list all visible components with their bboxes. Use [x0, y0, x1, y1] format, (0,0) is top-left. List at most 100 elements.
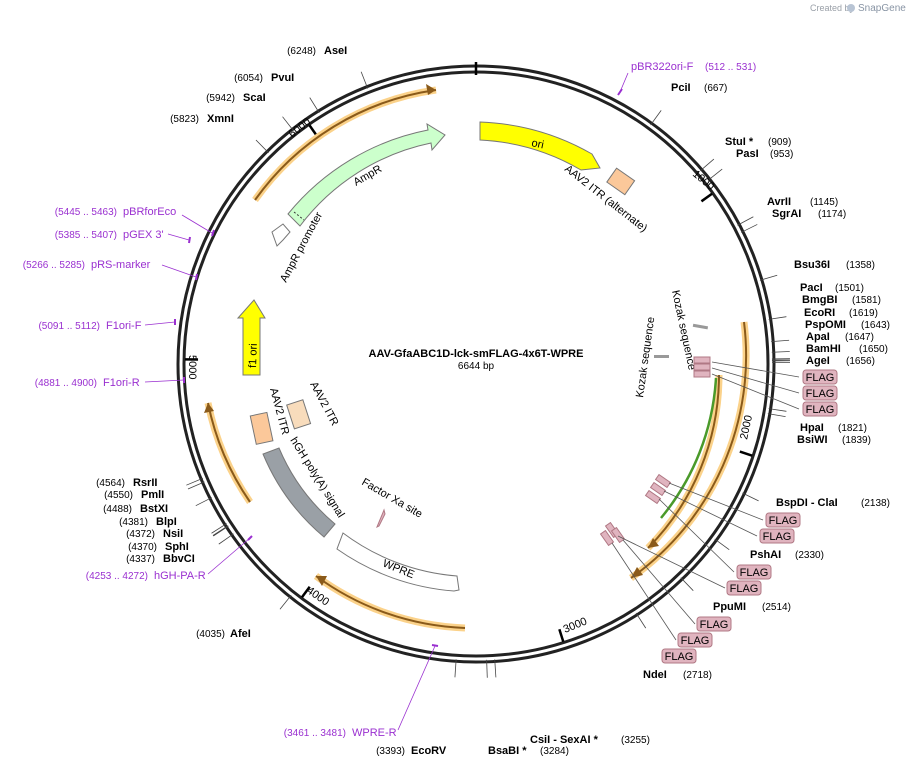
primer-name[interactable]: pBR322ori-F	[631, 61, 694, 73]
primer-name[interactable]: hGH-PA-R	[154, 570, 206, 582]
enzyme-name[interactable]: PspOMI	[805, 319, 846, 331]
primer-name[interactable]: pRS-marker	[91, 259, 151, 271]
enzyme-name[interactable]: BstXI	[140, 503, 168, 515]
itr2-feature	[286, 399, 312, 430]
flag-tag	[693, 363, 711, 371]
enzyme-cut-line	[767, 413, 786, 418]
primer-mark	[431, 644, 439, 647]
primer-mark	[211, 229, 215, 237]
enzyme-name[interactable]: CsiI - SexAI *	[530, 734, 599, 746]
primer-range: (4881 .. 4900)	[35, 378, 97, 389]
flag-label-texts: FLAG FLAG FLAG FLAG FLAG FLAG FLAG FLAG …	[665, 372, 835, 663]
primer-name[interactable]: pGEX 3'	[123, 229, 164, 241]
flag-label-box	[726, 580, 762, 596]
enzyme-pos: (4337)	[126, 554, 155, 565]
enzyme-name[interactable]: PasI	[736, 148, 759, 160]
flag-tag	[599, 529, 615, 547]
enzyme-name[interactable]: StuI *	[725, 136, 754, 148]
flag-tag	[693, 370, 711, 378]
ampr-feature	[287, 123, 446, 227]
enzyme-labels-left: (6248) AseI (6054) PvuI (5942) ScaI (582…	[96, 45, 447, 757]
enzyme-name[interactable]: AvrII	[767, 196, 791, 208]
enzyme-name[interactable]: BlpI	[156, 516, 177, 528]
tick-label-6000: 6000	[286, 116, 313, 141]
enzyme-name[interactable]: BsiWI	[797, 434, 828, 446]
primer-name[interactable]: WPRE-R	[352, 727, 397, 739]
primer-leaders	[144, 72, 629, 731]
factor-xa-feature	[376, 508, 386, 529]
enzyme-name[interactable]: RsrII	[133, 477, 157, 489]
flag-label: FLAG	[806, 404, 835, 416]
enzyme-cut-line	[699, 158, 715, 172]
map-title: AAV-GfaABC1D-lck-smFLAG-4x6T-WPRE	[369, 348, 584, 360]
enzyme-cut-line	[771, 339, 790, 343]
enzyme-name[interactable]: AgeI	[806, 355, 830, 367]
enzyme-cut-line	[740, 224, 758, 233]
enzyme-pos: (3393)	[376, 746, 405, 757]
enzyme-pos: (4564)	[96, 478, 125, 489]
flag-label: FLAG	[665, 651, 694, 663]
enzyme-pos: (909)	[768, 137, 791, 148]
enzyme-name[interactable]: BspDI - ClaI	[776, 497, 838, 509]
primer-name[interactable]: pBRforEco	[123, 206, 176, 218]
enzyme-name[interactable]: Bsu36I	[794, 259, 830, 271]
enzyme-name[interactable]: EcoRI	[804, 307, 835, 319]
tick-label-3000: 3000	[562, 615, 589, 635]
orf-arc-bottom-line	[315, 575, 466, 629]
enzyme-name[interactable]: BamHI	[806, 343, 841, 355]
enzyme-cut-line	[707, 168, 723, 181]
enzyme-name[interactable]: BsaBI *	[488, 745, 527, 757]
primer-range: (3461 .. 3481)	[284, 728, 346, 739]
wpre-feature	[336, 532, 460, 592]
primer-mark	[188, 236, 191, 244]
enzyme-pos: (1839)	[842, 435, 871, 446]
enzyme-name[interactable]: PshAI	[750, 549, 781, 561]
enzyme-name[interactable]: PmlI	[141, 489, 164, 501]
enzyme-cut-line	[650, 110, 662, 126]
enzyme-cut-line	[218, 533, 234, 545]
enzyme-cut-line	[742, 492, 759, 502]
enzyme-cut-line	[213, 525, 229, 537]
primer-name[interactable]: F1ori-F	[106, 320, 142, 332]
itr1-feature	[249, 411, 274, 445]
flag-tag	[654, 473, 672, 489]
kb-tick-mark	[558, 628, 565, 642]
itr-alt-feature	[606, 167, 636, 196]
orf-arc-inner	[645, 374, 723, 551]
enzyme-name[interactable]: XmnI	[207, 113, 234, 125]
flag-label: FLAG	[740, 567, 769, 579]
kozak1-feature	[692, 323, 709, 330]
enzyme-name[interactable]: SphI	[165, 541, 189, 553]
enzyme-name[interactable]: NsiI	[163, 528, 183, 540]
enzyme-cut-line	[187, 481, 205, 490]
ampr-promoter-feature	[271, 223, 291, 247]
enzyme-name[interactable]: NdeI	[643, 669, 667, 681]
orf-arc-left-line	[207, 402, 251, 503]
enzyme-name[interactable]: BbvCI	[163, 553, 195, 565]
enzyme-name[interactable]: PciI	[671, 82, 691, 94]
enzyme-name[interactable]: EcoRV	[411, 745, 447, 757]
orf-arc-right-line	[630, 321, 748, 579]
enzyme-name[interactable]: PacI	[800, 282, 823, 294]
enzyme-name[interactable]: HpaI	[800, 422, 824, 434]
primer-range: (5266 .. 5285)	[23, 260, 85, 271]
hgh-polya-feature	[262, 447, 336, 538]
enzyme-pos: (2138)	[861, 498, 890, 509]
enzyme-cut-line	[282, 116, 294, 132]
flag-label-box	[661, 648, 697, 664]
enzyme-name[interactable]: PpuMI	[713, 601, 746, 613]
tick-label-2000: 2000	[738, 414, 755, 440]
flag-tag	[610, 526, 626, 544]
enzyme-name[interactable]: AseI	[324, 45, 347, 57]
enzyme-name[interactable]: ScaI	[243, 92, 266, 104]
enzyme-name[interactable]: SgrAI	[772, 208, 801, 220]
enzyme-cut-line	[212, 525, 229, 536]
enzyme-pos: (6054)	[234, 73, 263, 84]
primer-range: (5445 .. 5463)	[55, 207, 117, 218]
enzyme-name[interactable]: ApaI	[806, 331, 830, 343]
enzyme-name[interactable]: BmgBI	[802, 294, 837, 306]
primer-name[interactable]: F1ori-R	[103, 377, 140, 389]
enzyme-name[interactable]: PvuI	[271, 72, 294, 84]
enzyme-name[interactable]: AfeI	[230, 628, 251, 640]
enzyme-pos: (6248)	[287, 46, 316, 57]
